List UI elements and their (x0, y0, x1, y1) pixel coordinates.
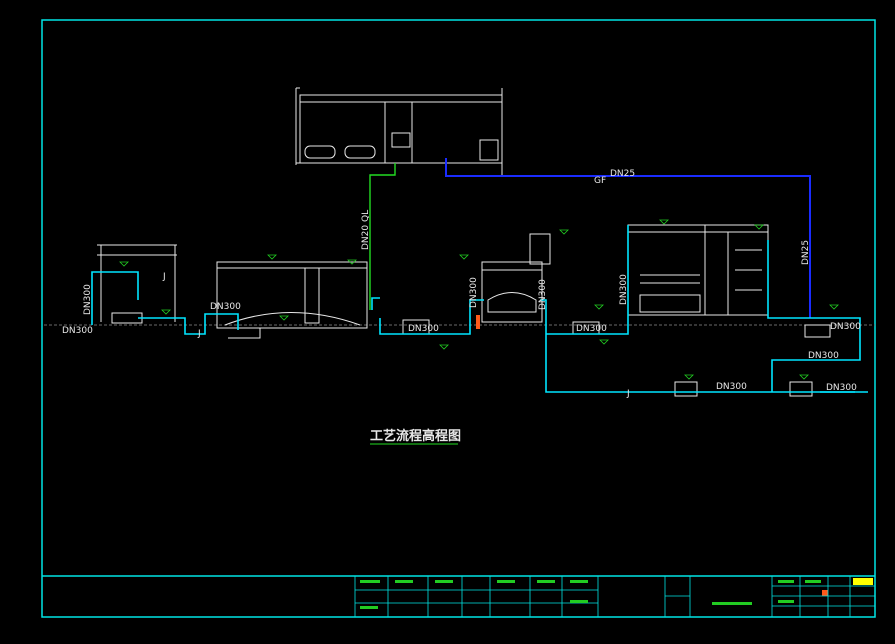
drawing-title: 工艺流程高程图 (370, 428, 461, 444)
pipe-label-dn25-vert: DN25 (801, 240, 811, 265)
pipe-label-dn300-pit: DN300 (576, 324, 607, 334)
pipe-label-dn300-inlet: DN300 (62, 326, 93, 336)
sheet-frame (41, 19, 876, 618)
pipe-label-dn300-right-a: DN300 (830, 322, 861, 332)
title-block-text-marks (360, 580, 821, 609)
pipe-label-dn300-sed: DN300 (210, 302, 241, 312)
pipe-label-dn300-vert-d: DN300 (619, 274, 629, 305)
red-title-marker (822, 590, 828, 596)
pipe-label-dn300-right-c: DN300 (826, 383, 857, 393)
pipe-label-dn300-vert-a: DN300 (83, 284, 93, 315)
pipe-label-j1: J (162, 272, 166, 282)
control-building (299, 94, 503, 164)
red-valve-marker (476, 315, 480, 329)
structures (97, 87, 831, 397)
pipe-labels: DN300 DN300 DN300 DN300 DN300 DN300 DN30… (62, 169, 861, 399)
pipe-label-j2: J (197, 329, 201, 339)
pipe-label-ql: QL (361, 210, 371, 222)
title-block-grid (354, 576, 875, 617)
pipe-label-dn300-vert-c: DN300 (538, 279, 548, 310)
blue-pipeline (445, 158, 811, 318)
title-block-highlight (853, 578, 873, 585)
pipe-label-dn20: DN20 (361, 225, 371, 250)
pipe-label-dn300-vert-b: DN300 (469, 277, 479, 308)
pipe-label-dn300-right-b: DN300 (808, 351, 839, 361)
green-pipeline (369, 163, 396, 310)
pipe-label-j3: J (626, 389, 630, 399)
elevation-markers (119, 219, 839, 380)
pipe-label-dn25-h: DN25 (610, 169, 635, 179)
vertical-pipe-labels: DN300 DN300 DN300 DN300 DN25 DN20 QL (83, 210, 811, 315)
pipe-label-gf: GF (594, 176, 606, 186)
pipe-label-dn300-bottom: DN300 (716, 382, 747, 392)
cyan-pipeline (91, 225, 868, 393)
pipe-label-dn300-mid: DN300 (408, 324, 439, 334)
